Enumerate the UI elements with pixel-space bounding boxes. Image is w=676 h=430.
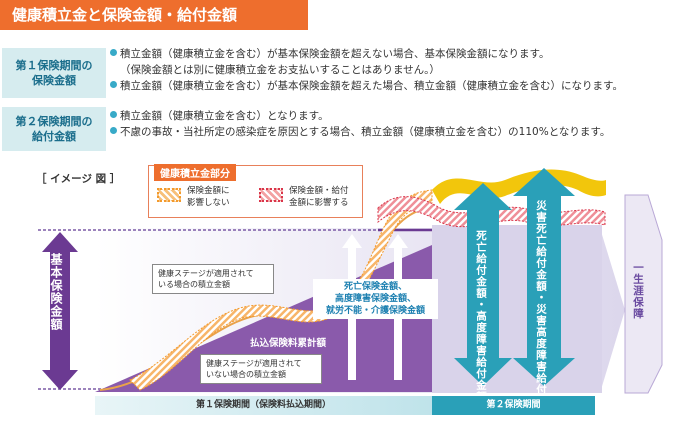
- death-benefit-line3: 就労不能・介護保険金額: [325, 306, 425, 316]
- period-1-bar: 第１保険期間（保険料払込期間）: [95, 396, 432, 415]
- legend-item-1: 保険金額に影響しない: [187, 185, 230, 209]
- death-benefit-label: 死亡保険金額、高度障害保険金額、就労不能・介護保険金額: [313, 279, 438, 319]
- term2-bullets: 積立金額（健康積立金を含む）となります。 不慮の事故・当社所定の感染症を原因とす…: [110, 108, 610, 140]
- term1-bullets: 積立金額（健康積立金を含む）が基本保険金額を超えない場合、基本保険金額になります…: [110, 46, 623, 94]
- callout-not-applied: 健康ステージが適用されていない場合の積立金額: [200, 354, 322, 384]
- death-benefit-arrow-icon: [454, 183, 512, 386]
- death-benefit-line2: 高度障害保険金額、: [334, 294, 416, 304]
- callout-not-applied-line1: 健康ステージが適用されて: [206, 359, 302, 368]
- legend-title: 健康積立金部分: [154, 164, 236, 181]
- death-benefit-2-label: 死亡給付金額・高度障害給付金額: [475, 230, 487, 403]
- legend-item-2: 保険金額・給付金額に影響する: [289, 185, 349, 209]
- death-benefit-line1: 死亡保険金額、: [343, 282, 407, 292]
- term1-bullet1-note: （保険金額とは別に健康積立金をお支払いすることはありません。）: [120, 64, 440, 76]
- legend-swatch-red: [259, 188, 283, 202]
- base-amount-label: 基本保険金額: [49, 253, 63, 331]
- base-amount-arrow-icon: [42, 232, 78, 390]
- term1-bullet1: 積立金額（健康積立金を含む）が基本保険金額を超えない場合、基本保険金額になります…: [120, 48, 550, 60]
- term1-label-line2: 保険金額: [32, 74, 76, 87]
- term1-label-line1: 第１保険期間の: [15, 59, 93, 72]
- lifetime-label: 一生涯保障: [632, 262, 644, 320]
- callout-applied-line1: 健康ステージが適用されて: [158, 269, 254, 278]
- callout-applied-line2: いる場合の積立金額: [158, 280, 230, 289]
- legend-swatch-orange: [157, 188, 181, 202]
- legend-item2-line1: 保険金額・給付: [289, 186, 349, 196]
- term2-label: 第２保険期間の給付金額: [2, 107, 106, 151]
- disaster-benefit-label: 災害死亡給付金額・災害高度障害給付金額: [535, 200, 547, 419]
- bullet-dot-icon: [110, 81, 117, 88]
- premium-total-label: 払込保険料累計額: [250, 338, 327, 349]
- disaster-benefit-arrow-icon: [513, 168, 575, 386]
- term2-label-line1: 第２保険期間の: [15, 115, 93, 128]
- second-period-block: [432, 225, 602, 393]
- bullet-dot-icon: [110, 111, 117, 118]
- bullet-dot-icon: [110, 49, 117, 56]
- page-title: 健康積立金と保険金額・給付金額: [0, 0, 308, 30]
- term1-bullet2: 積立金額（健康積立金を含む）が基本保険金額を超えた場合、積立金額（健康積立金を含…: [120, 80, 623, 92]
- image-label: ［ イメージ 図 ］: [36, 173, 121, 185]
- term2-label-line2: 給付金額: [32, 130, 76, 143]
- callout-applied: 健康ステージが適用されている場合の積立金額: [152, 264, 274, 294]
- callout-not-applied-line2: いない場合の積立金額: [206, 370, 286, 379]
- bullet-dot-icon: [110, 127, 117, 134]
- legend: 健康積立金部分 保険金額に影響しない 保険金額・給付金額に影響する: [148, 164, 363, 218]
- legend-item1-line1: 保険金額に: [187, 186, 230, 196]
- term1-label: 第１保険期間の保険金額: [2, 48, 106, 98]
- legend-item1-line2: 影響しない: [187, 198, 230, 208]
- legend-item2-line2: 金額に影響する: [289, 198, 349, 208]
- term2-bullet1: 積立金額（健康積立金を含む）となります。: [120, 110, 329, 122]
- period-2-bar: 第２保険期間: [432, 396, 595, 415]
- yellow-band: [432, 169, 606, 204]
- term2-bullet2: 不慮の事故・当社所定の感染症を原因とする場合、積立金額（健康積立金を含む）の11…: [120, 126, 611, 138]
- lifetime-arrow-icon: [624, 194, 663, 394]
